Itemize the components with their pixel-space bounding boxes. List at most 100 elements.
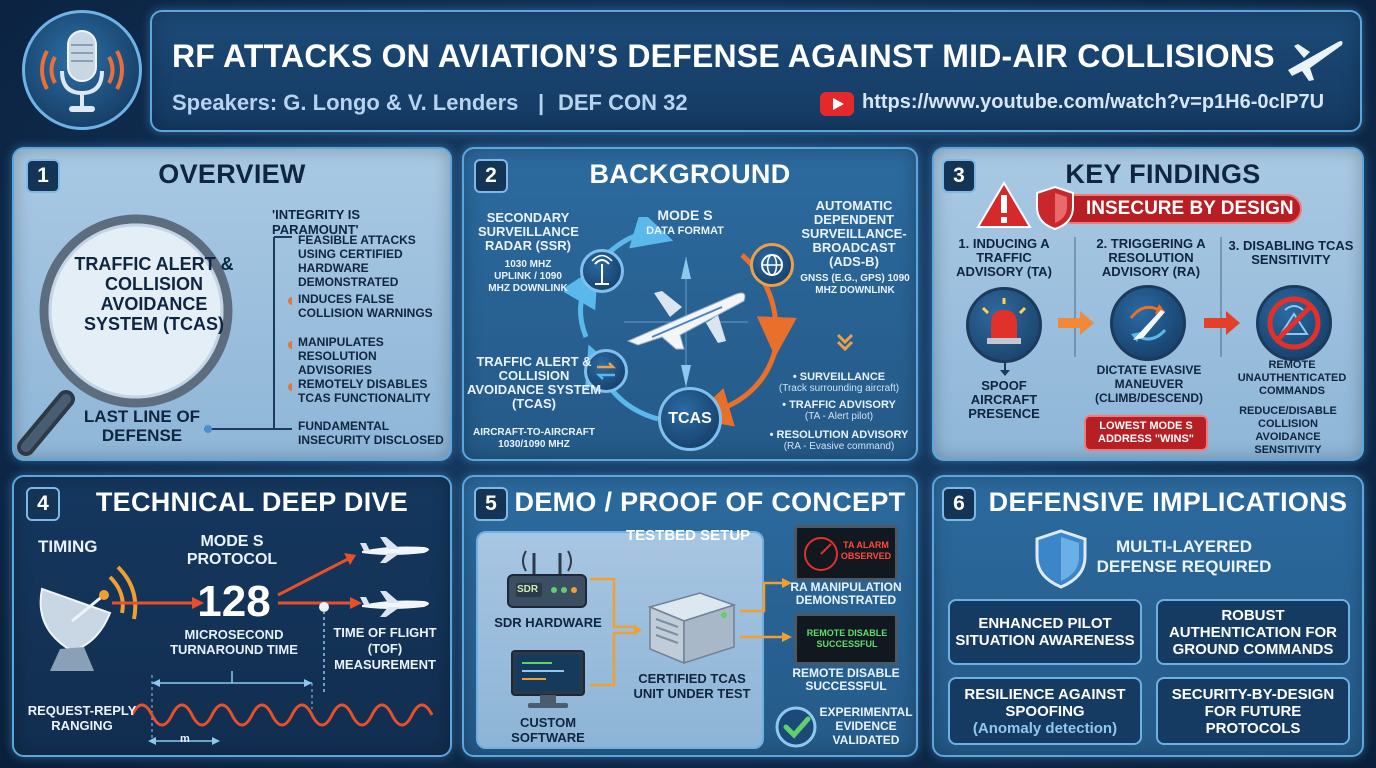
panel-number: 5 bbox=[474, 487, 508, 521]
bullet-traffic-advisory: • TRAFFIC ADVISORY (TA - Alert pilot) bbox=[764, 399, 914, 422]
ta-alarm-screen: TA ALARM OBSERVED bbox=[794, 525, 898, 581]
overview-item-3: MANIPULATES RESOLUTION ADVISORIES bbox=[298, 335, 384, 377]
ra-result-label: RA MANIPULATION DEMONSTRATED bbox=[790, 580, 902, 607]
router-icon bbox=[507, 550, 587, 608]
tof-label: TIME OF FLIGHT (ToF) MEASUREMENT bbox=[333, 625, 437, 672]
finding-col3-result1: REMOTE UNAUTHENTICATED COMMANDS bbox=[1237, 359, 1347, 397]
defense-box-spoofing-title: RESILIENCE AGAINST SPOOFING bbox=[964, 685, 1126, 720]
insecure-banner-text: INSECURE BY DESIGN bbox=[1086, 198, 1294, 219]
magnifier-icon bbox=[17, 214, 233, 456]
page-title: RF ATTACKS ON AVIATION’S DEFENSE AGAINST… bbox=[172, 38, 1275, 74]
defense-box-security-by-design: SECURITY-BY-DESIGN FOR FUTURE PROTOCOLS bbox=[1156, 677, 1350, 745]
overview-connector bbox=[204, 236, 292, 433]
remote-disable-label: REMOTE DISABLE SUCCESSFUL bbox=[792, 666, 900, 693]
airplane-icon bbox=[360, 591, 429, 617]
header-separator: | bbox=[538, 90, 545, 115]
microphone-icon bbox=[40, 30, 124, 112]
bullet-head: • SURVEILLANCE bbox=[792, 371, 886, 383]
globe-icon bbox=[761, 254, 783, 276]
overview-item-2: INDUCES FALSE COLLISION WARNINGS bbox=[298, 292, 433, 320]
adsb-detail: GNSS (e.g., GPS) 1090 MHz DOWNLINK bbox=[800, 273, 910, 296]
panel-title: BACKGROUND bbox=[589, 159, 791, 189]
finding-col1-result: SPOOF AIRCRAFT PRESENCE bbox=[968, 378, 1040, 421]
arrow-right-icon bbox=[1204, 311, 1240, 335]
lowest-address-badge: LOWEST MODE S ADDRESS "WINS" bbox=[1084, 415, 1208, 451]
protocol-label: MODE S PROTOCOL bbox=[186, 533, 278, 568]
evidence-label: EXPERIMENTAL EVIDENCE VALIDATED bbox=[819, 705, 913, 747]
youtube-link[interactable]: https://www.youtube.com/watch?v=p1H6-0cl… bbox=[862, 91, 1325, 113]
microphone-badge bbox=[22, 10, 142, 130]
youtube-icon bbox=[820, 92, 854, 116]
bullet-sub: (Track surrounding aircraft) bbox=[778, 383, 900, 394]
header-banner: RF ATTACKS ON AVIATION’S DEFENSE AGAINST… bbox=[150, 10, 1362, 132]
radar-tower-icon bbox=[591, 254, 613, 285]
tcas-detail: AIRCRAFT-TO-AIRCRAFT 1030/1090 MHz bbox=[472, 427, 596, 450]
finding-col3-result2: REDUCE/DISABLE COLLISION AVOIDANCE SENSI… bbox=[1239, 405, 1337, 456]
panel-technical-deep-dive: 4 TECHNICAL DEEP DIVE TIMING MODE S PROT… bbox=[12, 475, 452, 757]
arrow-right-icon bbox=[1058, 311, 1094, 335]
panel-number: 2 bbox=[474, 159, 508, 193]
waveform bbox=[132, 671, 434, 745]
evasive-maneuver-icon bbox=[1129, 304, 1167, 342]
shield-icon bbox=[1036, 185, 1074, 231]
bullet-sub: (RA - Evasive command) bbox=[783, 441, 895, 452]
defense-required-text: MULTI-LAYERED DEFENSE REQUIRED bbox=[1096, 537, 1272, 576]
panel-number: 6 bbox=[942, 487, 976, 521]
turnaround-caption: MICROSECOND TURNAROUND TIME bbox=[170, 627, 298, 657]
tcas-unit-label: CERTIFIED TCAS UNIT UNDER TEST bbox=[633, 671, 751, 701]
defense-box-pilot-awareness: ENHANCED PILOT SITUATION AWARENESS bbox=[948, 599, 1142, 665]
divider bbox=[1220, 237, 1222, 357]
checkmark-icon bbox=[775, 706, 817, 748]
airplane-icon bbox=[1288, 41, 1343, 81]
panel-title: DEFENSIVE IMPLICATIONS bbox=[988, 487, 1348, 517]
turnaround-number: 128 bbox=[197, 577, 271, 626]
defense-box-spoofing-sub: (Anomaly detection) bbox=[972, 719, 1118, 737]
resolution-node bbox=[1110, 285, 1186, 361]
finding-col2-result: DICTATE EVASIVE MANEUVER (CLIMB/DESCEND) bbox=[1095, 363, 1203, 405]
disable-node bbox=[1256, 285, 1332, 361]
bullet-head: • TRAFFIC ADVISORY bbox=[782, 399, 896, 411]
exchange-arrows-icon bbox=[595, 362, 617, 380]
remote-disable-text: REMOTE DISABLE SUCCESSFUL bbox=[806, 628, 888, 649]
last-line-text: LAST LINE OF DEFENSE bbox=[83, 407, 201, 445]
sdr-device-label: SDR bbox=[517, 584, 539, 595]
insecure-banner bbox=[1056, 194, 1302, 224]
panel-key-findings: 3 KEY FINDINGS INSECURE BY DESIGN 1. IND… bbox=[932, 147, 1364, 461]
panel-title: DEMO / PROOF OF CONCEPT bbox=[514, 487, 906, 517]
finding-col3-title: 3. DISABLING TCAS SENSITIVITY bbox=[1228, 238, 1354, 267]
tcas-title: TRAFFIC ALERT & COLLISION AVOIDANCE SYST… bbox=[466, 354, 602, 411]
airplane-icon bbox=[360, 537, 429, 563]
chevron-down-icon bbox=[836, 333, 854, 352]
shield-icon bbox=[1035, 529, 1087, 589]
speakers-text: Speakers: G. Longo & V. Lenders bbox=[172, 90, 519, 115]
warning-icon bbox=[976, 181, 1032, 228]
panel-title: TECHNICAL DEEP DIVE bbox=[95, 487, 409, 517]
satellite-dish-icon bbox=[39, 565, 138, 671]
defense-box-authentication: ROBUST AUTHENTICATION FOR GROUND COMMAND… bbox=[1156, 599, 1350, 665]
overview-item-4: REMOTELY DISABLES TCAS FUNCTIONALITY bbox=[298, 377, 431, 405]
defense-box-spoofing: RESILIENCE AGAINST SPOOFING (Anomaly det… bbox=[948, 677, 1142, 745]
panel-title: KEY FINDINGS bbox=[1065, 159, 1261, 189]
tcas-badge-label: TCAS bbox=[668, 410, 712, 427]
bullet-head: • RESOLUTION ADVISORY bbox=[769, 429, 909, 441]
server-icon bbox=[647, 592, 737, 665]
tof-marker bbox=[319, 602, 329, 693]
finding-col1-title: 1. INDUCING A TRAFFIC ADVISORY (TA) bbox=[956, 236, 1052, 279]
tcas-badge: TCAS bbox=[658, 387, 722, 451]
event-text: DEF CON 32 bbox=[558, 90, 688, 115]
siren-icon bbox=[981, 298, 1027, 344]
ssr-title: SECONDARY SURVEILLANCE RADAR (SSR) bbox=[478, 210, 579, 253]
signal-arrows bbox=[112, 553, 362, 609]
monitor-icon bbox=[511, 650, 585, 708]
timing-label: TIMING bbox=[38, 537, 98, 556]
ta-alarm-text: TA ALARM OBSERVED bbox=[840, 540, 892, 561]
airplane-icon bbox=[626, 291, 746, 350]
ssr-node bbox=[580, 249, 624, 293]
panel-background: 2 BACKGROUND bbox=[462, 147, 918, 461]
m-label: m bbox=[180, 733, 190, 745]
ranging-label: REQUEST-REPLY RANGING bbox=[27, 703, 137, 733]
bullet-sub: (TA - Alert pilot) bbox=[804, 411, 874, 422]
sdr-hardware-label: SDR HARDWARE bbox=[494, 615, 602, 630]
alarm-node bbox=[966, 287, 1042, 363]
quote-text: 'INTEGRITY IS PARAMOUNT' bbox=[272, 207, 361, 237]
